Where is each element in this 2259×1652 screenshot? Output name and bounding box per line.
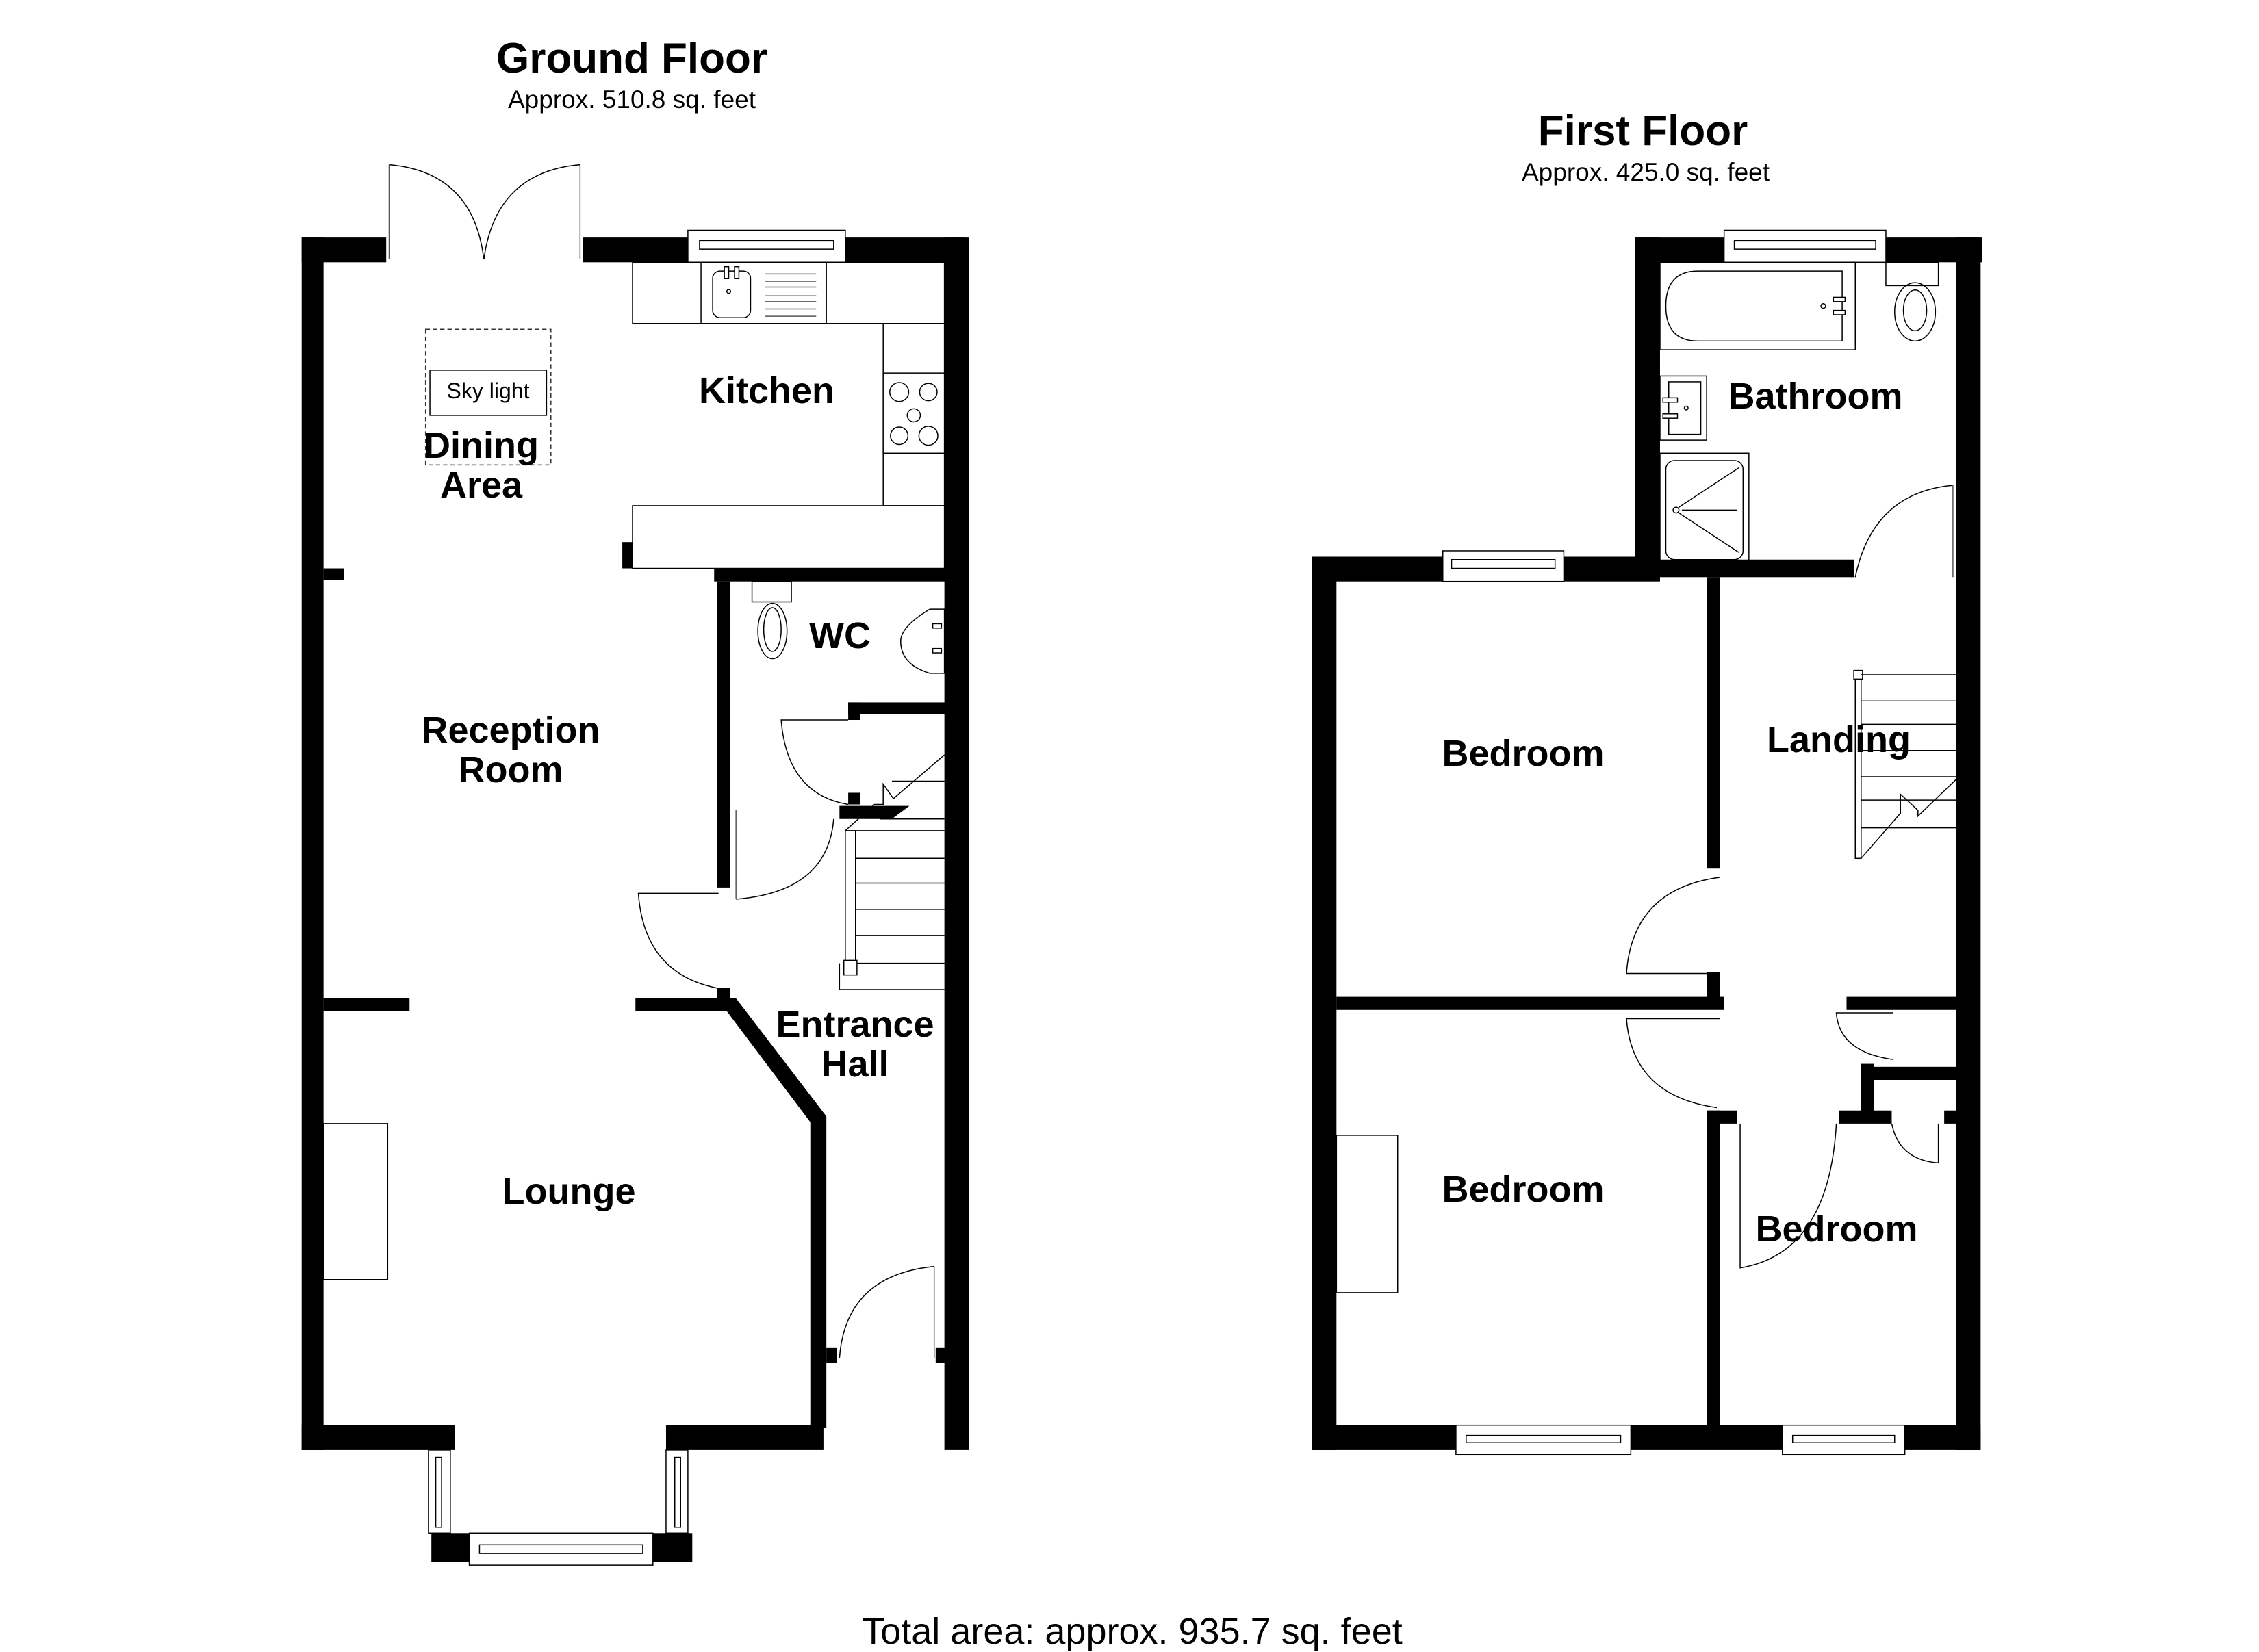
hall-door-swing xyxy=(736,818,834,900)
cupboard-door-swing xyxy=(1891,1123,1939,1164)
kitchen-units xyxy=(622,261,945,569)
ff-mid-wall-right xyxy=(1846,996,1958,1010)
room-label-reception-room: Reception Room xyxy=(421,710,600,790)
wc-top-wall xyxy=(714,568,947,582)
reception-line-1: Reception xyxy=(421,710,600,751)
room-label-wc: WC xyxy=(809,615,871,656)
ground-floor-plan xyxy=(301,164,969,1566)
gf-fireplace xyxy=(322,1123,389,1280)
room-label-landing: Landing xyxy=(1767,719,1911,760)
first-floor-plan xyxy=(1312,229,1982,1456)
lounge-diagonal-wall xyxy=(717,998,827,1428)
gf-left-wall-stub xyxy=(323,568,344,580)
first-floor-stairs xyxy=(1853,669,1956,860)
ground-floor-title: Ground Floor xyxy=(496,35,768,82)
bedroom-3-window xyxy=(1782,1424,1906,1456)
ff-left-wall xyxy=(1312,556,1337,1450)
room-label-entrance-hall: Entrance Hall xyxy=(776,1005,934,1085)
bath-toilet xyxy=(1893,282,1937,342)
ff-cupboard-wall-v xyxy=(1861,1063,1874,1115)
room-label-bedroom-1: Bedroom xyxy=(1442,733,1605,774)
room-label-bathroom: Bathroom xyxy=(1728,376,1903,417)
shower-tray xyxy=(1659,452,1750,568)
reception-line-2: Room xyxy=(458,749,563,791)
ff-bed1-top-wall-right xyxy=(1564,556,1660,582)
ff-bath-bottom-wall xyxy=(1635,559,1854,578)
gf-right-wall xyxy=(944,237,969,1450)
lounge-divider-left xyxy=(323,998,410,1011)
total-area: Total area: approx. 935.7 sq. feet xyxy=(862,1611,1403,1652)
bay-window xyxy=(428,1449,693,1566)
landing-cupboard-door-swing xyxy=(1835,1012,1893,1060)
wc-basin xyxy=(899,608,945,674)
gf-left-wall xyxy=(301,237,324,1450)
bathroom-door-swing xyxy=(1854,485,1953,578)
ff-bed2-bed3-wall xyxy=(1707,1110,1720,1425)
wc-left-wall xyxy=(717,581,730,888)
reception-door-swing xyxy=(637,892,719,989)
wc-toilet xyxy=(757,602,788,660)
dining-line-2: Area xyxy=(439,465,523,506)
front-door-swing xyxy=(839,1265,934,1358)
ff-bed1-landing-wall xyxy=(1707,577,1720,869)
room-label-bedroom-3: Bedroom xyxy=(1755,1209,1918,1250)
lounge-divider-right xyxy=(635,998,726,1011)
dining-line-1: Dining xyxy=(424,425,539,466)
gf-bottom-wall-right xyxy=(665,1425,824,1450)
ground-floor-stairs xyxy=(839,754,945,990)
ff-fireplace xyxy=(1336,1135,1399,1293)
bedroom-1-door-swing xyxy=(1626,877,1720,975)
room-label-lounge: Lounge xyxy=(502,1171,636,1212)
first-floor-title: First Floor xyxy=(1537,107,1748,155)
skylight-outline xyxy=(424,328,552,466)
gf-bottom-wall-left xyxy=(301,1425,455,1450)
ff-bath-left-wall xyxy=(1635,237,1660,575)
bedroom-2-window xyxy=(1455,1424,1632,1456)
ff-mid-wall-left xyxy=(1336,996,1724,1010)
room-label-kitchen: Kitchen xyxy=(698,370,835,411)
skylight-label: Sky light xyxy=(446,378,530,403)
bath-basin xyxy=(1659,375,1707,441)
entrance-line-1: Entrance xyxy=(776,1004,934,1045)
ff-top-wall-left xyxy=(1635,237,1724,263)
room-label-dining-area: Dining Area xyxy=(424,426,539,506)
bath-tub xyxy=(1659,261,1856,350)
ground-floor-area: Approx. 510.8 sq. feet xyxy=(507,86,756,114)
first-floor-area: Approx. 425.0 sq. feet xyxy=(1521,158,1770,186)
wc-partition xyxy=(848,702,947,714)
bedroom-1-window xyxy=(1442,550,1565,582)
gf-top-wall-mid xyxy=(583,237,688,263)
wc-door-swing xyxy=(780,719,849,805)
french-doors xyxy=(388,164,581,260)
ff-right-wall xyxy=(1956,237,1981,1450)
entrance-line-2: Hall xyxy=(821,1044,889,1085)
skylight-label-box xyxy=(429,370,548,416)
room-label-bedroom-2: Bedroom xyxy=(1442,1169,1605,1210)
ff-cupboard-wall-h xyxy=(1865,1066,1958,1080)
gf-top-wall-left xyxy=(301,237,387,263)
bathroom-window xyxy=(1723,229,1887,263)
bedroom-3-door-swing xyxy=(1739,1123,1837,1269)
kitchen-window xyxy=(687,229,846,263)
bath-toilet-cistern xyxy=(1885,261,1939,287)
wc-cistern xyxy=(751,580,792,603)
